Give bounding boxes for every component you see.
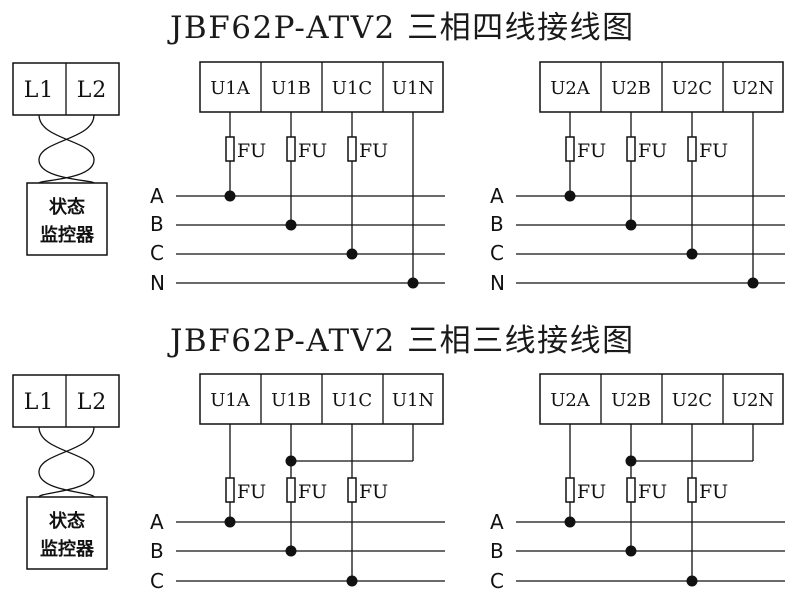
fuse-label: FU xyxy=(699,140,728,162)
twisted-pair-wire xyxy=(38,426,95,498)
junction-dot xyxy=(686,248,698,260)
terminal-u2n: U2N xyxy=(732,390,774,411)
terminal-block-u2-top: U2A U2B U2C U2N xyxy=(539,61,784,113)
fuse-label: FU xyxy=(298,140,327,162)
terminal-u2b: U2B xyxy=(611,78,651,99)
junction-dot xyxy=(285,455,297,467)
twisted-pair-wire xyxy=(38,114,95,184)
monitor-label-2: 监控器 xyxy=(40,224,95,246)
fuse-group: FU FU FU xyxy=(565,477,728,503)
fuse-icon xyxy=(626,477,636,503)
terminal-block-u1-bottom: U1A U1B U1C U1N xyxy=(199,373,444,425)
bus-a-label: A xyxy=(150,184,164,208)
fuse-label: FU xyxy=(359,140,388,162)
junction-dot xyxy=(564,190,576,202)
fuse-label: FU xyxy=(237,481,266,503)
fuse-group: FU FU FU xyxy=(225,136,388,162)
fuse-label: FU xyxy=(237,140,266,162)
monitor-label-2: 监控器 xyxy=(40,538,95,560)
bus-a-label: A xyxy=(490,510,504,534)
status-monitor-box xyxy=(26,182,108,256)
port-l1-label: L1 xyxy=(24,78,55,103)
fuse-icon xyxy=(626,136,636,162)
junction-dot xyxy=(224,516,236,528)
fuse-group: FU FU FU xyxy=(225,477,388,503)
bus-n-label: N xyxy=(490,271,505,295)
fuse-label: FU xyxy=(577,481,606,503)
twisted-pair-wire xyxy=(38,426,95,498)
bus-a-label: A xyxy=(150,510,164,534)
status-monitor-box xyxy=(26,496,108,570)
fuse-label: FU xyxy=(298,481,327,503)
terminal-block-u1-top: U1A U1B U1C U1N xyxy=(199,61,444,113)
terminal-u1b: U1B xyxy=(271,78,311,99)
fuse-icon xyxy=(347,477,357,503)
terminal-u1c: U1C xyxy=(332,78,372,99)
fuse-label: FU xyxy=(699,481,728,503)
fuse-label: FU xyxy=(577,140,606,162)
fuse-group: FU FU FU xyxy=(565,136,728,162)
junction-dot xyxy=(224,190,236,202)
junction-dot xyxy=(625,455,637,467)
fuse-icon xyxy=(225,136,235,162)
terminal-block-u2-bottom: U2A U2B U2C U2N xyxy=(539,373,784,425)
bus-b-label: B xyxy=(150,212,164,236)
terminal-u2n: U2N xyxy=(732,78,774,99)
monitor-block-top: L1 L2 状态 监控器 xyxy=(12,62,120,256)
monitor-label-1: 状态 xyxy=(49,510,85,532)
title-four-wire: JBF62P-ATV2 三相四线接线图 xyxy=(167,10,635,46)
fuse-icon xyxy=(286,477,296,503)
fuse-icon xyxy=(687,477,697,503)
terminal-u2c: U2C xyxy=(672,390,712,411)
fuse-label: FU xyxy=(359,481,388,503)
terminal-u1b: U1B xyxy=(271,390,311,411)
fuse-icon xyxy=(687,136,697,162)
terminal-u2c: U2C xyxy=(672,78,712,99)
port-l1-label: L1 xyxy=(24,390,55,415)
bus-b-label: B xyxy=(490,212,504,236)
bus-c-label: C xyxy=(490,241,504,265)
fuse-icon xyxy=(225,477,235,503)
terminal-u1n: U1N xyxy=(392,78,434,99)
bus-c-label: C xyxy=(150,241,164,265)
junction-dot xyxy=(686,575,698,587)
bus-a-label: A xyxy=(490,184,504,208)
twisted-pair-wire xyxy=(38,114,95,184)
bus-c-label: C xyxy=(150,569,164,593)
junction-dot xyxy=(747,277,759,289)
terminal-u1c: U1C xyxy=(332,390,372,411)
bus-c-label: C xyxy=(490,569,504,593)
junction-dot xyxy=(625,219,637,231)
terminal-u1a: U1A xyxy=(210,390,251,411)
port-l2-label: L2 xyxy=(77,78,108,103)
fuse-icon xyxy=(347,136,357,162)
terminal-u2a: U2A xyxy=(550,78,591,99)
terminal-u2a: U2A xyxy=(550,390,591,411)
terminal-u1n: U1N xyxy=(392,390,434,411)
title-three-wire: JBF62P-ATV2 三相三线接线图 xyxy=(167,323,635,359)
port-l2-label: L2 xyxy=(77,390,108,415)
junction-dot xyxy=(625,545,637,557)
junction-dot xyxy=(346,248,358,260)
terminal-u2b: U2B xyxy=(611,390,651,411)
fuse-icon xyxy=(565,477,575,503)
bus-b-label: B xyxy=(490,539,504,563)
junction-dot xyxy=(564,516,576,528)
bus-n-label: N xyxy=(150,271,165,295)
fuse-icon xyxy=(565,136,575,162)
fuse-icon xyxy=(286,136,296,162)
terminal-u1a: U1A xyxy=(210,78,251,99)
junction-dot xyxy=(285,545,297,557)
junction-dot xyxy=(407,277,419,289)
junction-dot xyxy=(285,219,297,231)
monitor-label-1: 状态 xyxy=(49,196,85,218)
fuse-label: FU xyxy=(638,140,667,162)
monitor-block-bottom: L1 L2 状态 监控器 xyxy=(12,374,120,570)
junction-dot xyxy=(346,575,358,587)
bus-b-label: B xyxy=(150,539,164,563)
fuse-label: FU xyxy=(638,481,667,503)
